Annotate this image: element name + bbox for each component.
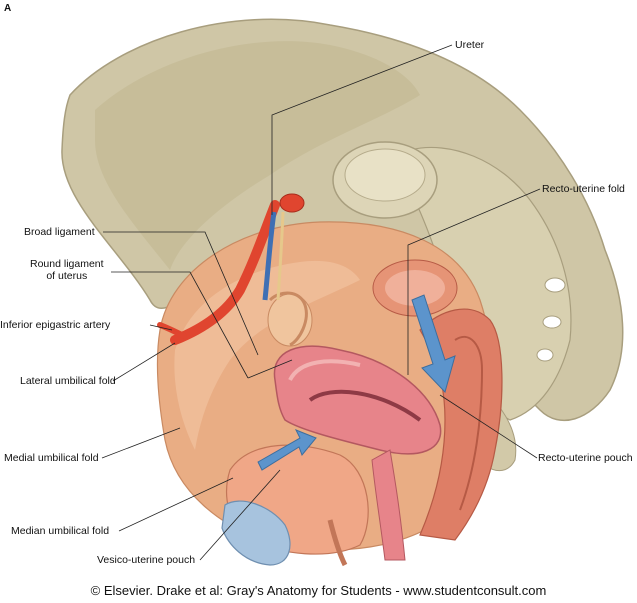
leader-lines: [101, 44, 541, 561]
external-iliac-artery: [170, 200, 280, 345]
label-lateral-umbilical-fold: Lateral umbilical fold: [20, 375, 116, 387]
leader-broad-ligament: [103, 231, 259, 356]
iliac-fossa: [95, 41, 420, 270]
leader-lateral-umbilical: [112, 342, 176, 382]
label-recto-uterine-fold: Recto-uterine fold: [542, 183, 625, 195]
label-medial-umbilical-fold: Medial umbilical fold: [4, 452, 99, 464]
label-round-ligament: Round ligament of uterus: [30, 258, 104, 282]
label-broad-ligament: Broad ligament: [24, 226, 95, 238]
gonadal-vessel: [276, 211, 285, 301]
leader-vesico-uterine-pouch: [199, 469, 281, 561]
uterus: [273, 345, 442, 455]
leader-recto-uterine-pouch: [439, 394, 538, 459]
label-inferior-epigastric-artery: Inferior epigastric artery: [0, 319, 111, 331]
urethra: [327, 519, 348, 567]
vertebral-body-top: [344, 148, 426, 202]
common-iliac-artery-end: [279, 193, 305, 213]
vagina: [371, 449, 406, 561]
sigmoid-colon-lumen: [385, 270, 445, 306]
copyright-credit: © Elsevier. Drake et al: Gray's Anatomy …: [90, 583, 547, 598]
panel-letter: A: [4, 3, 12, 14]
leader-round-ligament: [111, 271, 249, 379]
label-recto-uterine-pouch: Recto-uterine pouch: [538, 452, 633, 464]
inferior-epigastric-artery: [157, 322, 187, 339]
leader-recto-uterine-fold: [407, 188, 541, 375]
leader-broad-ligament-bar: [247, 359, 293, 379]
label-median-umbilical-fold: Median umbilical fold: [11, 525, 110, 537]
pubic-symphysis: [221, 500, 291, 566]
uterus-highlight: [288, 359, 361, 382]
arrow-vesico-uterine-pouch: [257, 429, 317, 471]
sacral-foramen: [544, 277, 566, 293]
label-round-ligament-line1: Round ligament: [30, 258, 104, 270]
rectum-inner: [454, 335, 484, 511]
label-ureter: Ureter: [455, 39, 485, 51]
sacral-foramen: [536, 348, 554, 362]
ureter: [262, 211, 277, 301]
leader-ureter: [271, 44, 453, 215]
uterine-tube: [268, 291, 308, 347]
leader-median-umbilical: [118, 477, 234, 532]
leader-inferior-epigastric: [149, 324, 173, 331]
uterine-cavity: [308, 389, 422, 422]
arrow-recto-uterine-pouch: [411, 294, 456, 393]
label-round-ligament-line2: of uterus: [46, 270, 88, 282]
leader-medial-umbilical: [101, 427, 181, 459]
sacral-foramen: [542, 315, 562, 329]
label-vesico-uterine-pouch: Vesico-uterine pouch: [97, 554, 196, 566]
